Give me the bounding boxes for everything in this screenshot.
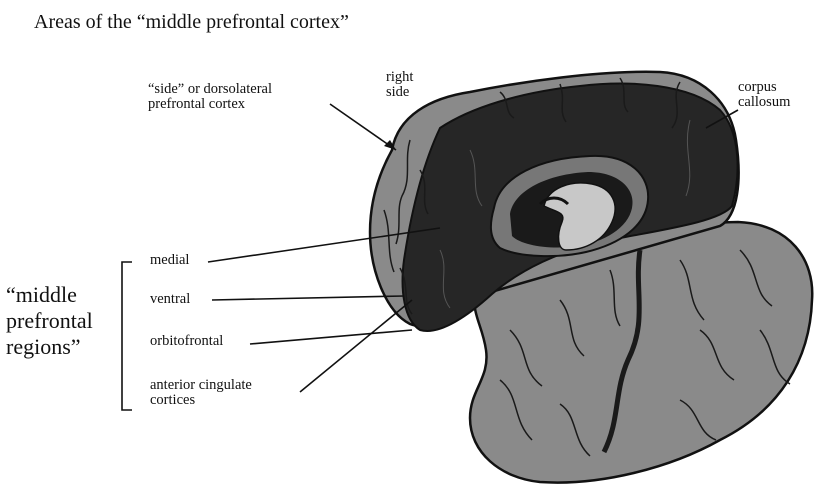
group-bracket [122,262,132,410]
label-anterior-cingulate: anterior cingulate cortices [150,378,310,408]
label-dorsolateral: “side” or dorsolateral prefrontal cortex [148,82,348,112]
label-orbitofrontal: orbitofrontal [150,334,223,349]
label-right-side-line2: side [386,85,446,100]
label-medial: medial [150,253,189,268]
label-corpus-line1: corpus [738,80,813,95]
label-group-line2: prefrontal [6,308,116,334]
label-ventral: ventral [150,292,190,307]
label-group-line3: regions” [6,334,116,360]
label-corpus-line2: callosum [738,95,813,110]
label-dorsolateral-line2: prefrontal cortex [148,97,348,112]
label-middle-prefrontal-regions: “middle prefrontal regions” [6,282,116,360]
leader-orbito [250,330,412,344]
page-title: Areas of the “middle prefrontal cortex” [34,12,349,33]
label-acc-line2: cortices [150,393,310,408]
label-corpus-callosum: corpus callosum [738,80,813,110]
label-group-line1: “middle [6,282,116,308]
label-dorsolateral-line1: “side” or dorsolateral [148,82,348,97]
label-acc-line1: anterior cingulate [150,378,310,393]
leader-acc [300,300,412,392]
label-right-side: right side [386,70,446,100]
label-right-side-line1: right [386,70,446,85]
leader-ventral [212,296,404,300]
